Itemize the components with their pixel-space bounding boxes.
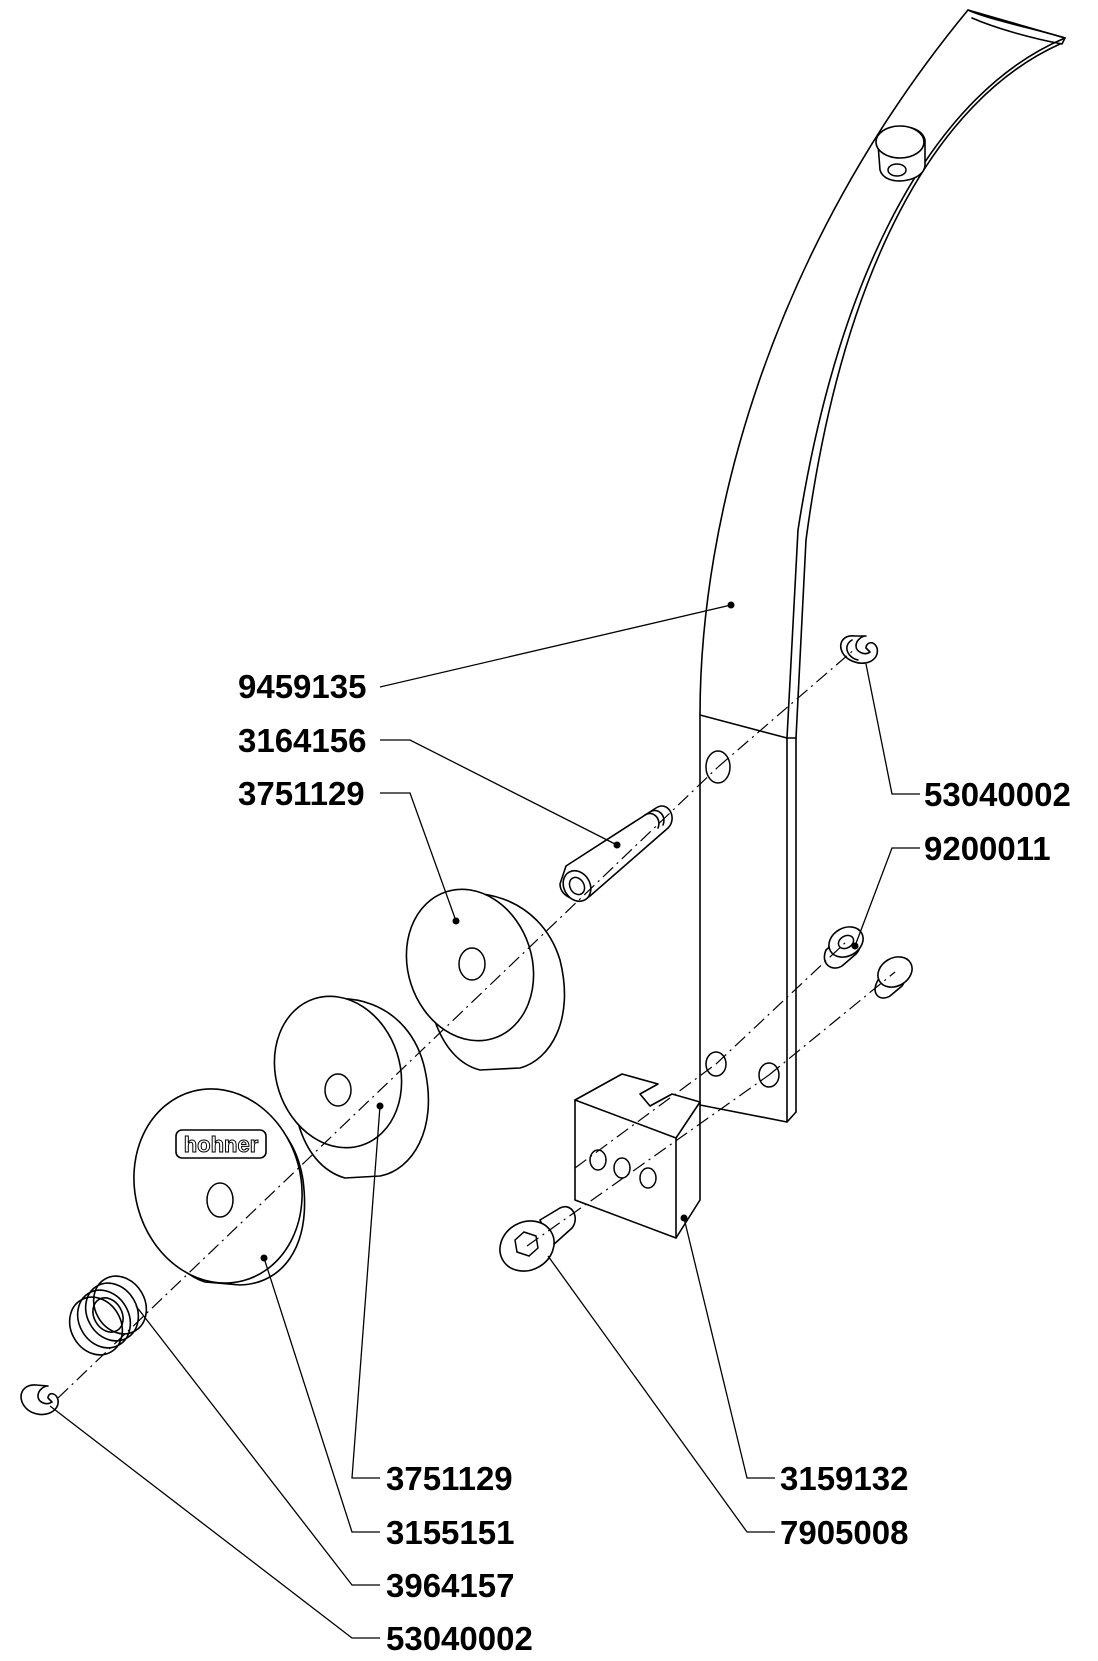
label-cover-disc: 3155151 xyxy=(386,1514,514,1551)
disc-lower-part xyxy=(273,995,430,1179)
leader-lines xyxy=(49,601,920,1639)
label-block: 3159132 xyxy=(780,1460,908,1497)
label-pin: 3164156 xyxy=(238,722,366,759)
label-clip-right: 53040002 xyxy=(924,776,1071,813)
bushing-part xyxy=(823,926,913,999)
clip-right-part xyxy=(840,635,879,664)
hohner-logo xyxy=(175,1129,267,1159)
assembly-axes xyxy=(57,647,896,1399)
label-spring: 3964157 xyxy=(386,1567,514,1604)
block-part xyxy=(574,1073,701,1239)
hohner-logo-text: hohner xyxy=(184,1132,259,1157)
disc-upper-part xyxy=(405,888,566,1071)
label-disc-upper: 3751129 xyxy=(238,775,365,812)
rod-part xyxy=(699,9,1066,1123)
label-screw: 7905008 xyxy=(780,1514,908,1551)
cover-disc-part: hohner xyxy=(133,1088,306,1286)
part-labels: 9459135 3164156 3751129 53040002 9200011… xyxy=(238,668,1071,1657)
clip-left-part xyxy=(20,1384,59,1416)
pin-part xyxy=(559,805,673,903)
label-disc-lower: 3751129 xyxy=(386,1460,513,1497)
screw-part xyxy=(499,1205,576,1272)
label-bushing: 9200011 xyxy=(924,830,1051,867)
spring-part xyxy=(68,1275,148,1356)
label-rod: 9459135 xyxy=(238,668,366,705)
label-clip-left: 53040002 xyxy=(386,1620,533,1657)
rod-knob xyxy=(875,125,926,182)
